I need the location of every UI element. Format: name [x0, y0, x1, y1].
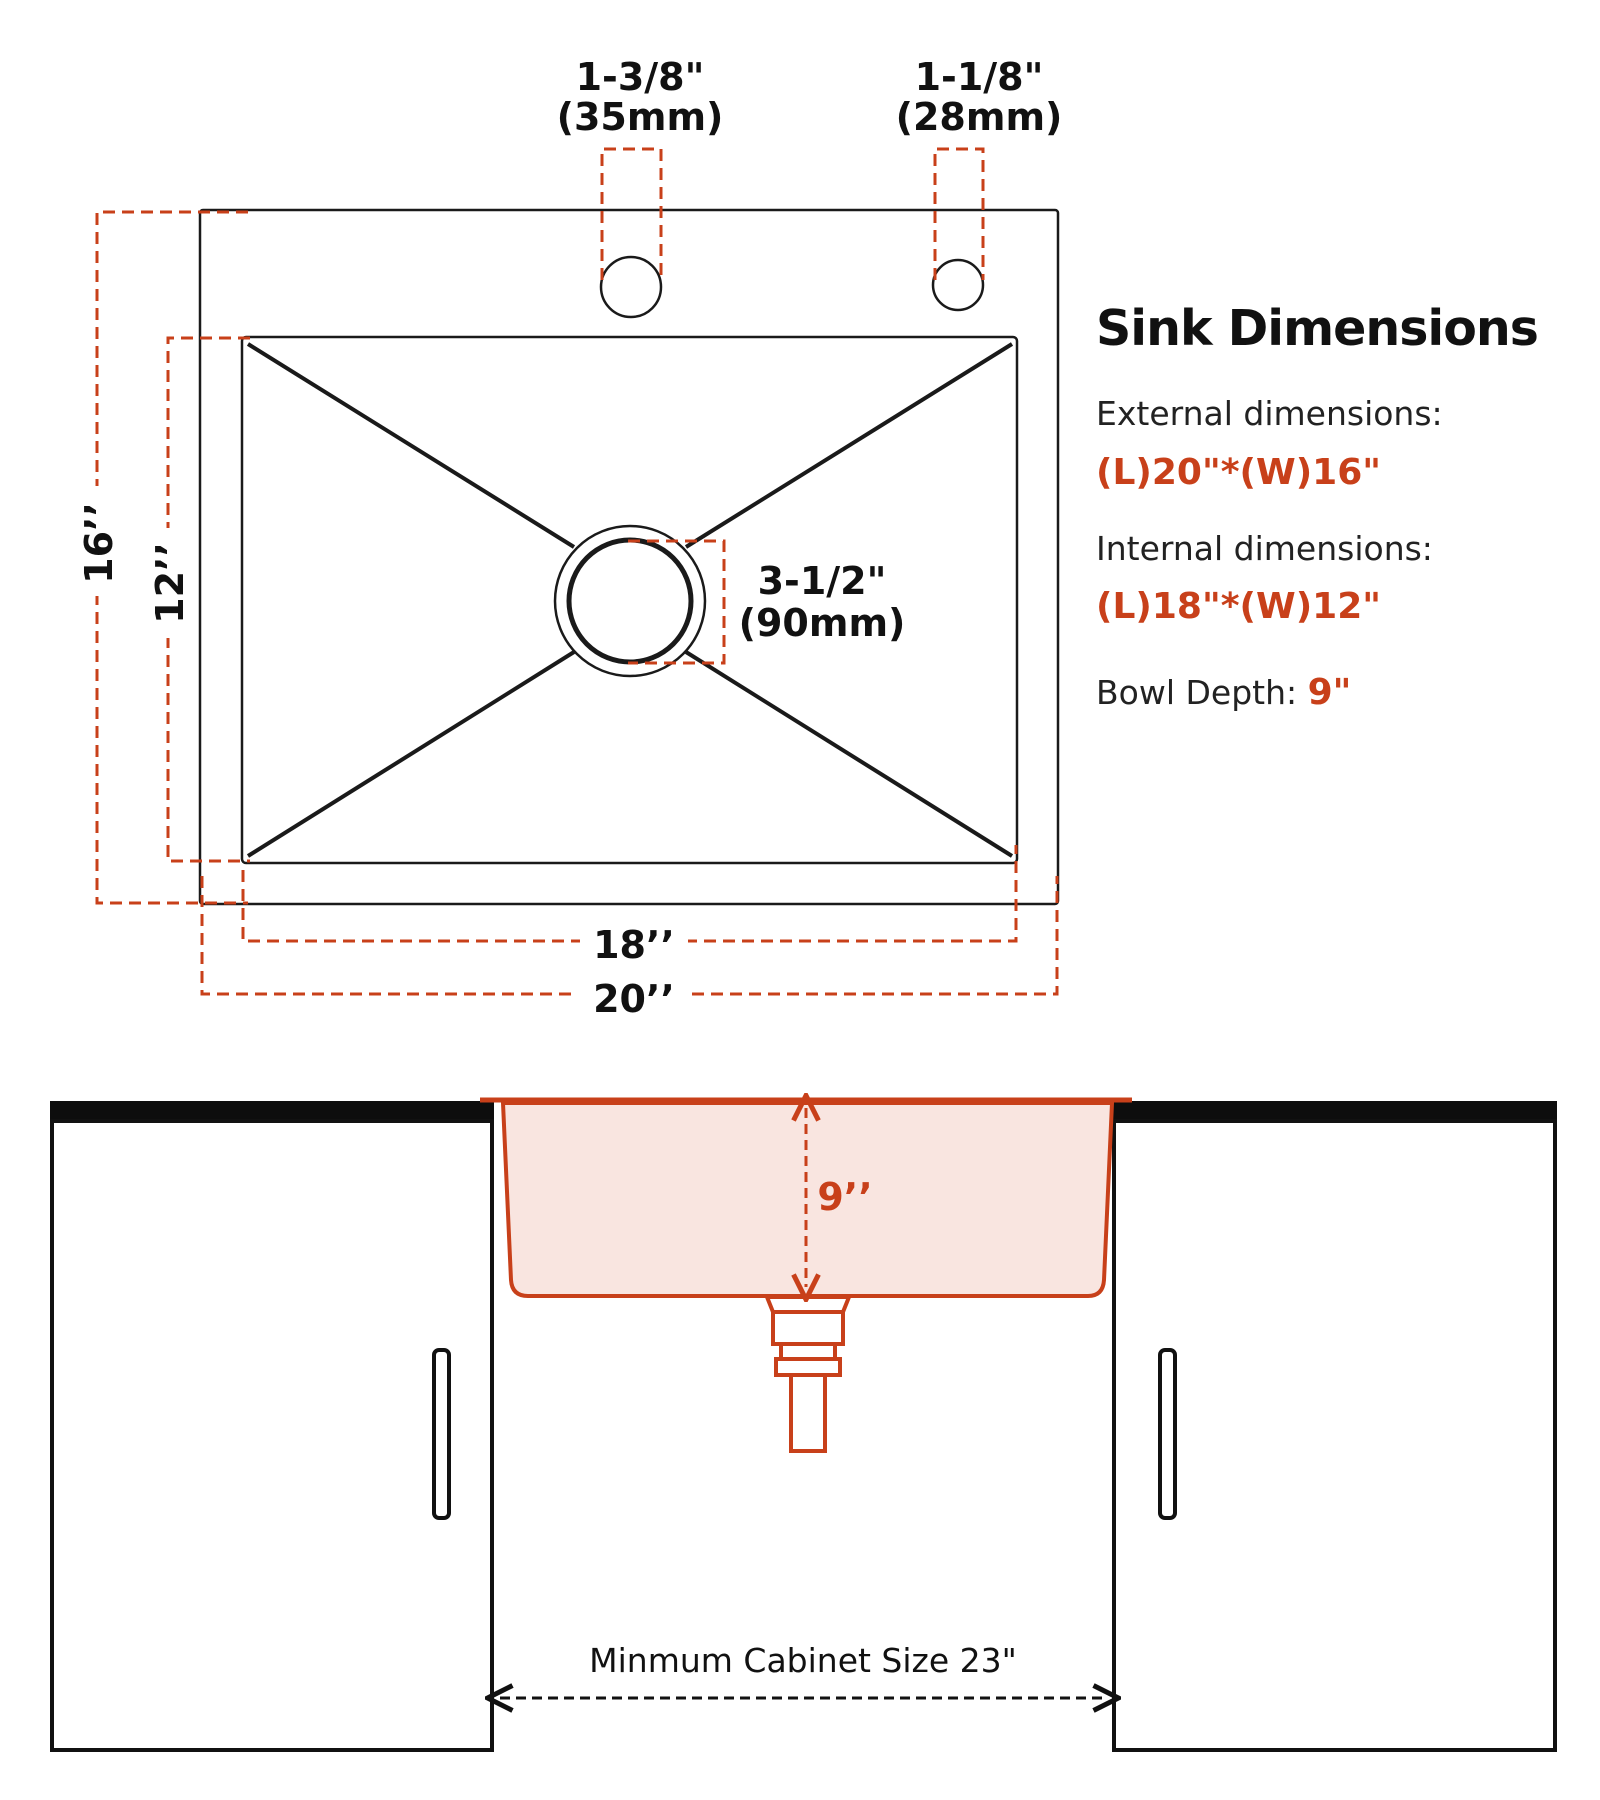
hole1-size-inch: 1-3/8": [576, 55, 705, 99]
cabinet-left-handle: [432, 1348, 451, 1520]
drain-flange: [764, 1295, 852, 1314]
hole1-callout: [600, 147, 663, 280]
drain-neck: [779, 1342, 837, 1361]
faucet-hole-small: [931, 258, 985, 312]
external-dimensions-value: (L)20"*(W)16": [1096, 452, 1381, 493]
outer-height-label: 16’’: [77, 502, 121, 584]
drain-callout: [628, 539, 726, 665]
bowl-depth-row: Bowl Depth: 9": [1096, 672, 1351, 713]
hole2-size-inch: 1-1/8": [915, 55, 1044, 99]
drain-nut: [774, 1357, 842, 1377]
cabinet-right: [1112, 1119, 1557, 1752]
drain-outer-ring: [553, 524, 707, 678]
hole1-size-mm: (35mm): [557, 95, 724, 139]
outer-width-label: 20’’: [593, 977, 675, 1021]
bowl-slope-line: [246, 650, 576, 858]
faucet-hole-large: [599, 255, 663, 319]
drain-assembly: [764, 1295, 852, 1453]
panel-title: Sink Dimensions: [1096, 300, 1539, 357]
sink-front-view: 9’’ Minmum Cabinet Size 23": [50, 1100, 1557, 1752]
drain-size-inch: 3-1/2": [758, 559, 887, 603]
sink-top-view: 1-3/8" (35mm) 1-1/8" (28mm) 3-1/2" (90mm…: [76, 55, 1062, 1022]
drain-body: [771, 1310, 845, 1346]
inner-width-label: 18’’: [593, 923, 675, 967]
drain-size-mm: (90mm): [739, 601, 906, 645]
sink-outer-rim: [198, 208, 1060, 906]
outer-width-guide: [200, 876, 1059, 996]
external-dimensions-label: External dimensions:: [1096, 394, 1443, 433]
countertop-right: [1112, 1101, 1557, 1123]
cabinet-left: [50, 1119, 494, 1752]
bowl-depth-row-value: 9": [1307, 672, 1352, 713]
bowl-slope-line: [684, 342, 1014, 549]
internal-dimensions-value: (L)18"*(W)12": [1096, 586, 1381, 627]
inner-height-label: 12’’: [148, 542, 192, 624]
bowl-depth-label: 9’’: [817, 1175, 872, 1219]
hole2-callout: [933, 147, 985, 280]
hole2-size-mm: (28mm): [896, 95, 1063, 139]
countertop-left: [50, 1101, 494, 1123]
bowl-slope-line: [684, 650, 1014, 858]
cabinet-size-label: Minmum Cabinet Size 23": [589, 1641, 1017, 1680]
internal-dimensions-label: Internal dimensions:: [1096, 529, 1433, 568]
cabinet-right-handle: [1158, 1348, 1177, 1520]
sink-inner-bowl: [240, 335, 1019, 865]
bowl-depth-row-label: Bowl Depth:: [1096, 673, 1308, 712]
drain-pipe: [789, 1373, 827, 1453]
bowl-slope-line: [246, 342, 576, 549]
